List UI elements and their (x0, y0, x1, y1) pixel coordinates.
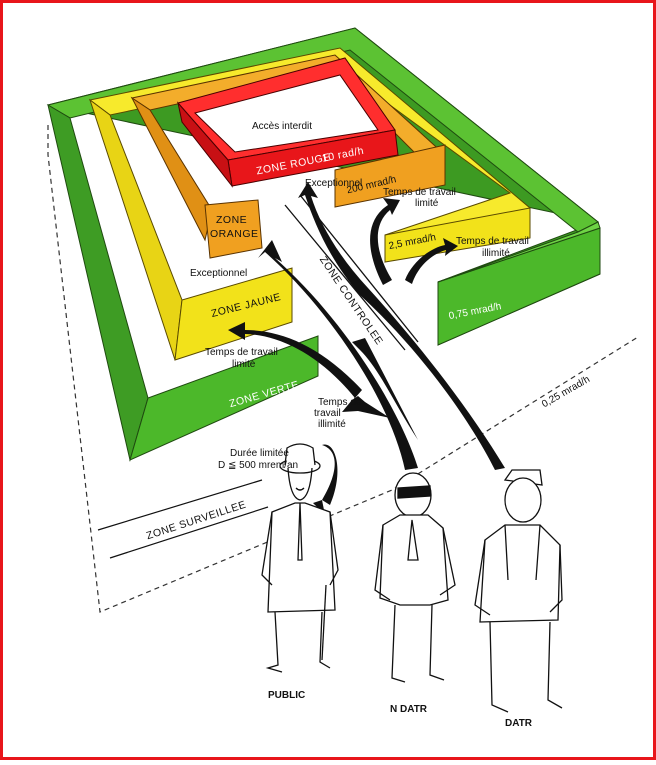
arrow-illimite-1 (342, 396, 390, 418)
orange-zone (130, 54, 446, 259)
person-datr (474, 469, 563, 713)
temps-illimite-2a: Temps de (318, 397, 362, 408)
person-n-datr (374, 472, 456, 683)
corridor-line-left (284, 204, 406, 351)
exceptionnel-2-label: Exceptionnel (190, 268, 247, 279)
exceptionnel-1-label: Exceptionnel (305, 178, 362, 189)
arrows (228, 182, 505, 515)
public-label: PUBLIC (268, 690, 305, 701)
surveillee-boundary (47, 125, 639, 613)
zone-surveillee-label: ZONE SURVEILLEE (145, 499, 248, 543)
duree-line-2: D ≦ 500 mrem/an (218, 460, 298, 471)
temps-illimite-2c: illimité (318, 419, 346, 430)
arrow-public-entry (322, 444, 338, 505)
zone-orange-1: ZONE (216, 214, 247, 226)
arrow-to-orange (258, 240, 418, 470)
temps-limite-2a: Temps de travail (205, 347, 278, 358)
arrow-to-200 (370, 198, 400, 285)
temps-illimite-1b: illimité (482, 248, 510, 259)
surveillee-line-2 (109, 506, 269, 559)
arrow-to-2-5 (405, 238, 458, 284)
red-zone (177, 57, 399, 188)
person-public (261, 443, 339, 673)
arrow-to-limite (228, 322, 362, 398)
temps-limite-1a: Temps de travail (383, 187, 456, 198)
datr-label: DATR (505, 718, 533, 729)
n-datr-label: N DATR (390, 704, 428, 715)
zone-orange-2: ORANGE (210, 228, 259, 240)
temps-limite-1b: limité (415, 198, 439, 209)
arrow-to-rouge (298, 182, 505, 470)
temps-illimite-1a: Temps de travail (456, 236, 529, 247)
rate-0-25-label: 0,25 mrad/h (540, 374, 592, 410)
duree-line-1: Durée limitée (230, 448, 289, 459)
temps-illimite-2b: travail (314, 408, 341, 419)
surveillee-line-1 (97, 479, 263, 531)
temps-limite-2b: limité (232, 359, 256, 370)
acces-interdit-label: Accès interdit (252, 121, 312, 132)
